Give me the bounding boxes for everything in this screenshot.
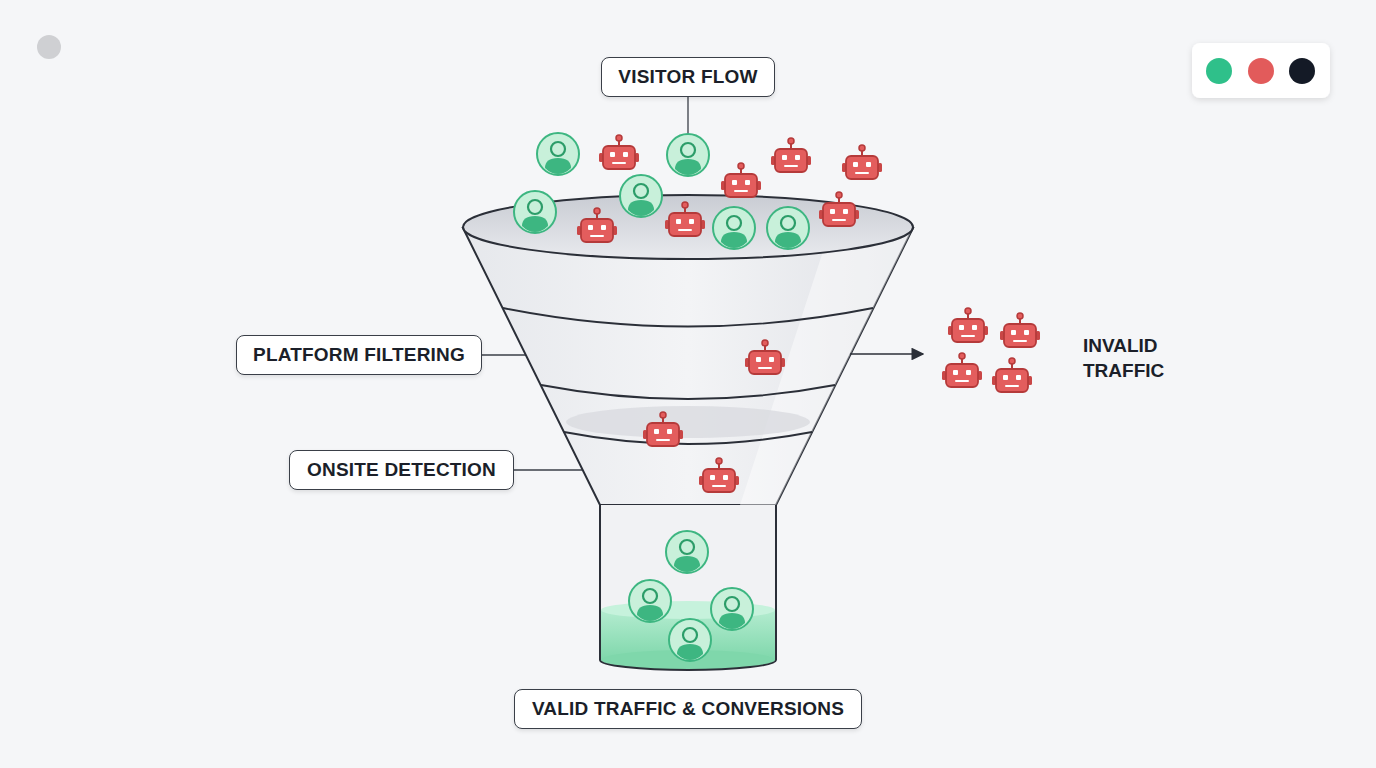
human-icon [537, 133, 579, 175]
bot-icon [599, 135, 639, 169]
human-icon [669, 619, 711, 661]
bot-icon [577, 208, 617, 242]
human-icon [713, 207, 755, 249]
rejected-bots [942, 308, 1040, 392]
black-dot [1289, 58, 1315, 84]
tube-fill [601, 505, 775, 660]
bot-icon [942, 353, 982, 387]
funnel-highlight [740, 228, 913, 505]
inner-shade [566, 406, 810, 438]
bot-icon [771, 138, 811, 172]
bot-icon [842, 145, 882, 179]
tube-outline [600, 505, 776, 670]
label-box: VALID TRAFFIC & CONVERSIONS [514, 689, 862, 729]
human-icon [767, 207, 809, 249]
human-icon [514, 191, 556, 233]
bot-icon [721, 163, 761, 197]
label-box: VISITOR FLOW [601, 57, 775, 97]
color-dots-panel [1192, 43, 1330, 98]
green-dot [1206, 58, 1232, 84]
bot-icon [948, 308, 988, 342]
panel-card [1192, 43, 1330, 98]
funnel [463, 195, 913, 670]
bot-icon [819, 192, 859, 226]
bot-icon [665, 202, 705, 236]
box-label: VALID TRAFFIC & CONVERSIONS [532, 698, 844, 720]
funnel-band [541, 385, 835, 399]
window-dot [37, 35, 61, 59]
human-icon [711, 588, 753, 630]
bot-icon [1000, 313, 1040, 347]
outcome-label: INVALID TRAFFIC [1083, 333, 1178, 383]
human-icon [666, 531, 708, 573]
label-box: PLATFORM FILTERING [236, 335, 482, 375]
red-dot [1248, 58, 1274, 84]
bot-icon [643, 412, 683, 446]
reject-arrow [850, 353, 923, 355]
bot-icon [992, 358, 1032, 392]
label-box: ONSITE DETECTION [289, 450, 514, 490]
funnel-band [564, 432, 812, 444]
box-label: VISITOR FLOW [618, 66, 757, 88]
leader-line [514, 469, 585, 470]
funnel-band [503, 308, 873, 327]
visitor-icons [514, 133, 882, 661]
funnel-body [463, 228, 913, 505]
human-icon [620, 175, 662, 217]
human-icon [667, 134, 709, 176]
bot-icon [699, 458, 739, 492]
box-label: ONSITE DETECTION [307, 459, 496, 481]
leader-line [482, 354, 527, 355]
leader-line [687, 97, 688, 134]
bot-icon [745, 340, 785, 374]
human-icon [629, 580, 671, 622]
box-label: PLATFORM FILTERING [253, 344, 465, 366]
